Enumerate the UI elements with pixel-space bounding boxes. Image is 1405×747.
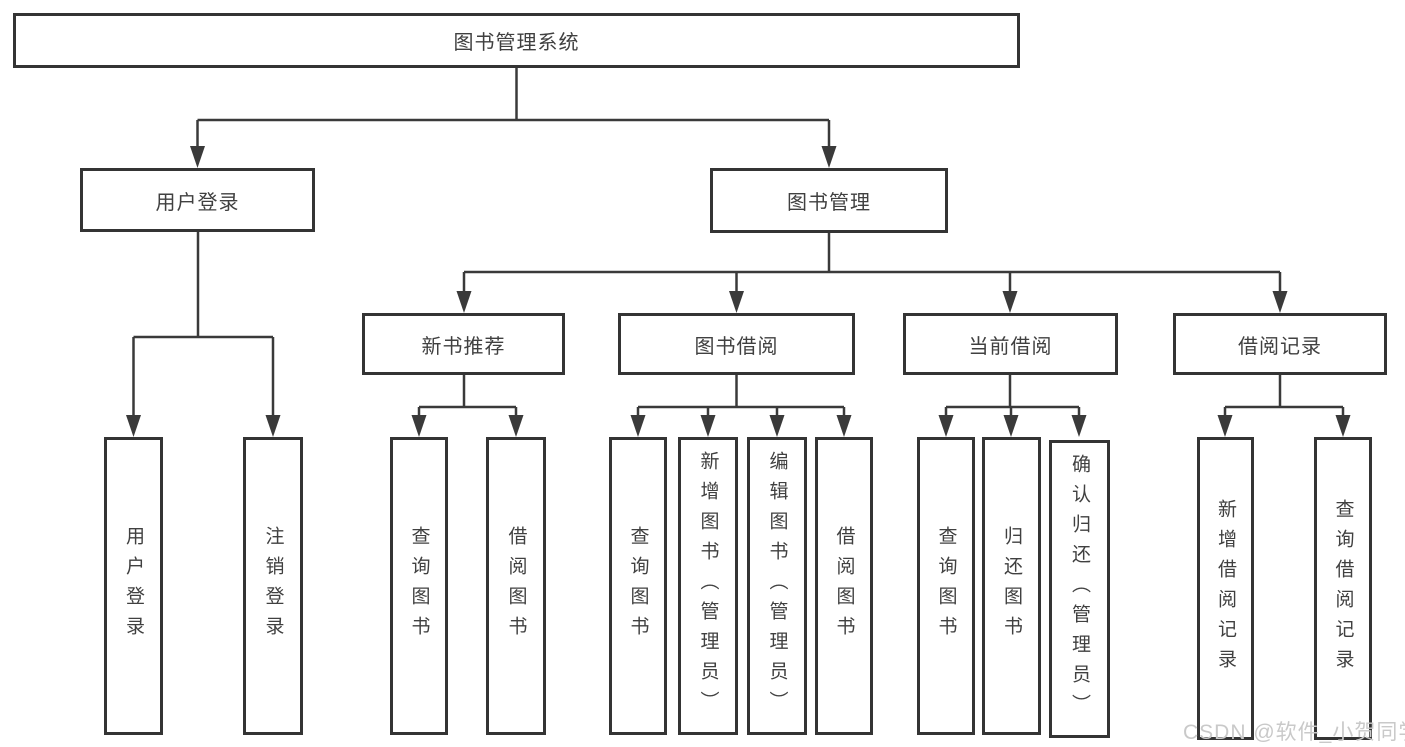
leaf-current-query-books: 查询图书	[917, 437, 975, 735]
leaf-borrow-query-books: 查询图书	[609, 437, 667, 735]
node-label: 借阅图书	[505, 526, 527, 646]
node-label: 查询图书	[627, 526, 649, 646]
node-book-borrow: 图书借阅	[618, 313, 855, 375]
node-label: 查询图书	[935, 526, 957, 646]
node-label: 当前借阅	[968, 335, 1053, 358]
node-label: 借阅记录	[1238, 335, 1322, 358]
node-label: 归还图书	[1001, 526, 1022, 646]
node-label: 查询借阅记录	[1332, 498, 1354, 679]
leaf-recommend-borrow-books: 借阅图书	[486, 437, 546, 735]
node-label: 图书借阅	[694, 335, 779, 358]
node-label: 注销登录	[262, 526, 284, 646]
leaf-borrow-books: 借阅图书	[815, 437, 873, 735]
node-new-book-recommend: 新书推荐	[362, 313, 565, 375]
node-label: 图书管理系统	[453, 32, 580, 54]
node-label: 新增图书（管理员）	[697, 451, 719, 721]
leaf-confirm-return-admin: 确认归还（管理员）	[1049, 440, 1110, 738]
leaf-return-books: 归还图书	[982, 437, 1041, 735]
node-user-login: 用户登录	[80, 168, 315, 232]
leaf-logout: 注销登录	[243, 437, 303, 735]
leaf-user-login: 用户登录	[104, 437, 163, 735]
node-library-management-system: 图书管理系统	[13, 13, 1020, 68]
node-label: 确认归还（管理员）	[1069, 454, 1090, 724]
node-borrow-records: 借阅记录	[1173, 313, 1387, 375]
node-current-borrow: 当前借阅	[903, 313, 1118, 375]
node-label: 用户登录	[155, 191, 240, 214]
leaf-query-borrow-record: 查询借阅记录	[1314, 437, 1372, 740]
node-label: 新增借阅记录	[1215, 498, 1236, 679]
node-label: 借阅图书	[833, 526, 855, 646]
leaf-add-books-admin: 新增图书（管理员）	[678, 437, 738, 735]
leaf-add-borrow-record: 新增借阅记录	[1197, 437, 1254, 740]
csdn-watermark: CSDN @软件_小贺同学	[1183, 721, 1405, 744]
node-book-management: 图书管理	[710, 168, 948, 233]
arrowheads	[126, 146, 1351, 437]
node-label: 编辑图书（管理员）	[766, 451, 788, 721]
node-label: 新书推荐	[421, 335, 506, 358]
leaf-edit-books-admin: 编辑图书（管理员）	[747, 437, 807, 735]
leaf-recommend-query-books: 查询图书	[390, 437, 448, 735]
node-label: 查询图书	[408, 526, 430, 646]
node-label: 图书管理	[787, 192, 871, 214]
node-label: 用户登录	[123, 526, 144, 646]
